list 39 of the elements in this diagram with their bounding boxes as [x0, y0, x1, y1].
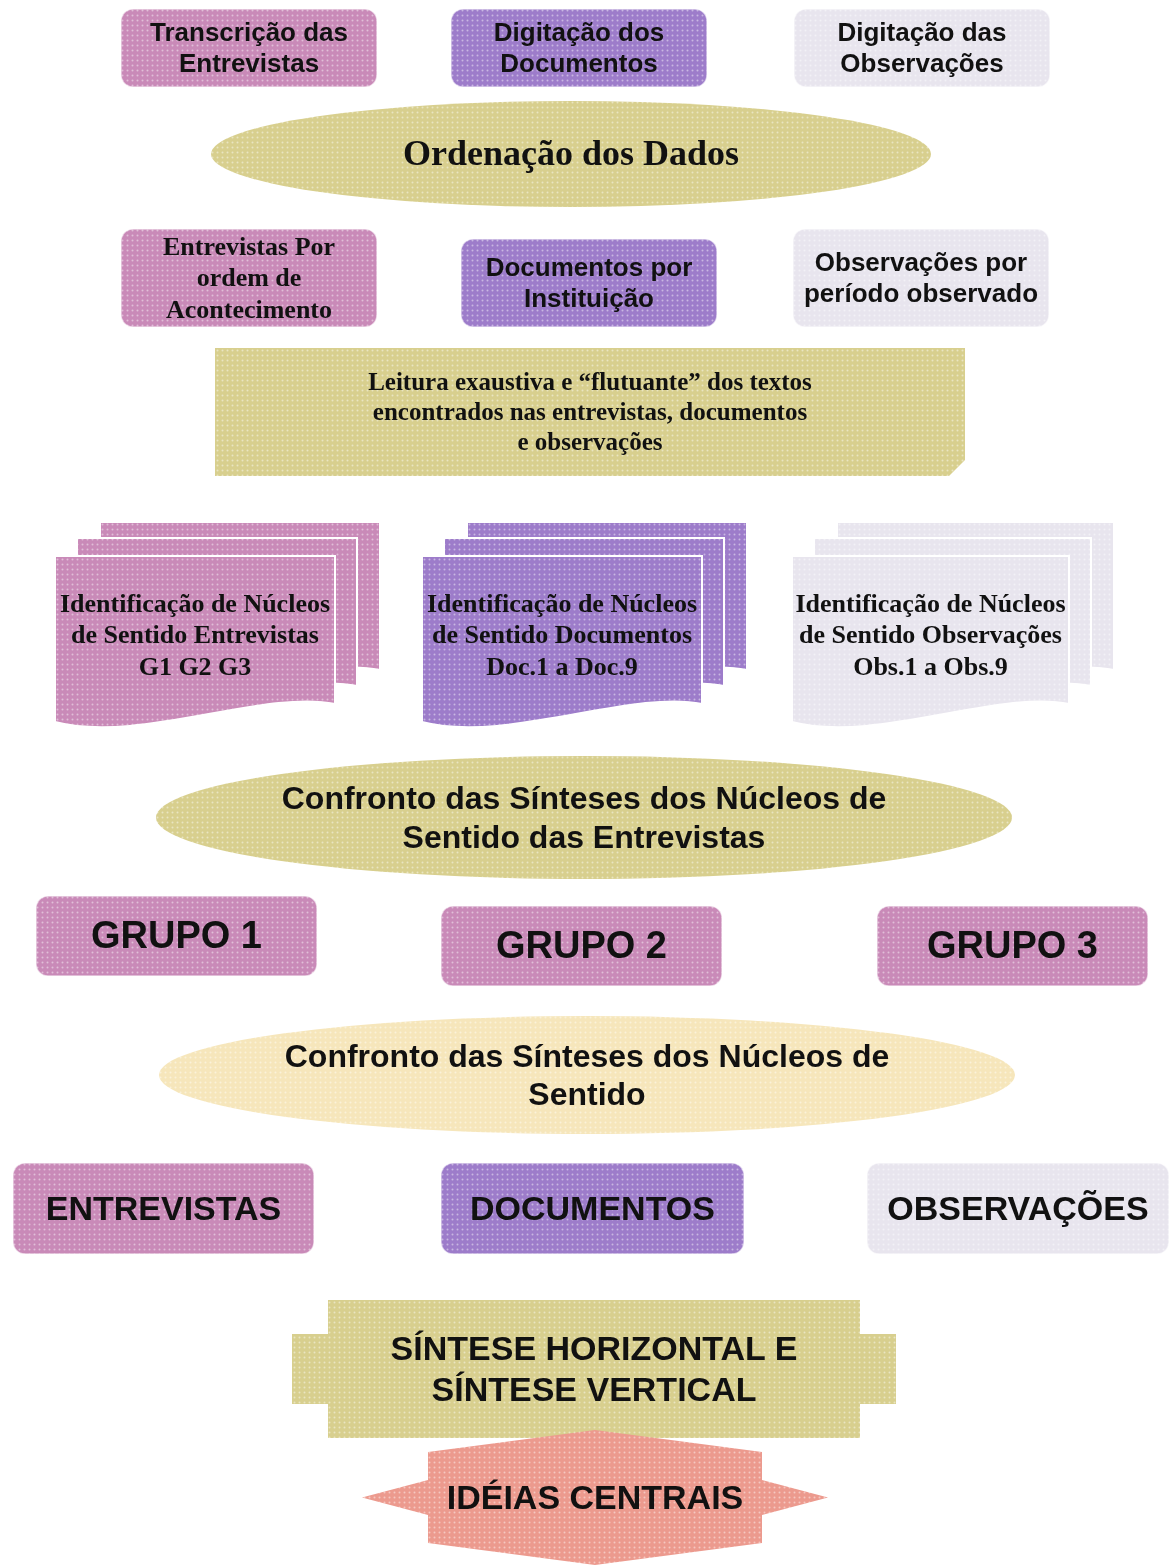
node-label: IDÉIAS CENTRAIS — [446, 1477, 744, 1518]
process-box — [876, 905, 1149, 987]
node-label: Entrevistas Por ordem de Acontecimento — [161, 231, 337, 325]
process-ellipse — [158, 1015, 1016, 1135]
process-box — [792, 228, 1050, 328]
note-box — [215, 348, 965, 476]
node-label: SÍNTESE HORIZONTAL E SÍNTESE VERTICAL — [389, 1328, 799, 1410]
process-box — [440, 905, 723, 987]
process-shape — [292, 1300, 896, 1438]
node-label: GRUPO 3 — [926, 923, 1098, 969]
process-box — [460, 238, 718, 328]
process-box — [450, 8, 708, 88]
node-label: Observações por período observado — [802, 246, 1039, 310]
node-label: Confronto das Sínteses dos Núcleos de Sentido das Entrevistas — [280, 779, 888, 856]
node-label: Transcrição das Entrevistas — [149, 16, 349, 80]
node-label: Identificação de Núcleos de Sentido Observações Obs.1 a Obs.9 — [794, 588, 1067, 682]
process-box — [120, 228, 378, 328]
node-label: ENTREVISTAS — [45, 1188, 282, 1229]
node-label: DOCUMENTOS — [470, 1188, 715, 1229]
node-label: Identificação de Núcleos de Sentido Documentos Doc.1 a Doc.9 — [425, 588, 699, 682]
node-label: GRUPO 1 — [90, 913, 262, 959]
process-ellipse — [210, 100, 932, 208]
process-box — [793, 8, 1051, 88]
process-box — [866, 1162, 1170, 1255]
process-box — [440, 1162, 745, 1255]
node-label: Documentos por Instituição — [484, 251, 694, 315]
node-label: Identificação de Núcleos de Sentido Entrevistas G1 G2 G3 — [58, 588, 332, 682]
node-label: Leitura exaustiva e “flutuante” dos textos encontrados nas entrevistas, documentos e observações — [367, 367, 813, 457]
node-label: OBSERVAÇÕES — [887, 1188, 1149, 1229]
node-label: GRUPO 2 — [495, 923, 667, 969]
node-label: Ordenação dos Dados — [402, 132, 739, 176]
node-label: Confronto das Sínteses dos Núcleos de Sentido — [283, 1036, 891, 1114]
process-box — [12, 1162, 315, 1255]
process-box — [35, 895, 318, 977]
process-ellipse — [155, 755, 1013, 880]
node-label: Digitação das Observações — [836, 16, 1008, 80]
result-shape — [362, 1430, 828, 1565]
node-label: Digitação dos Documentos — [492, 16, 666, 80]
process-box — [120, 8, 378, 88]
